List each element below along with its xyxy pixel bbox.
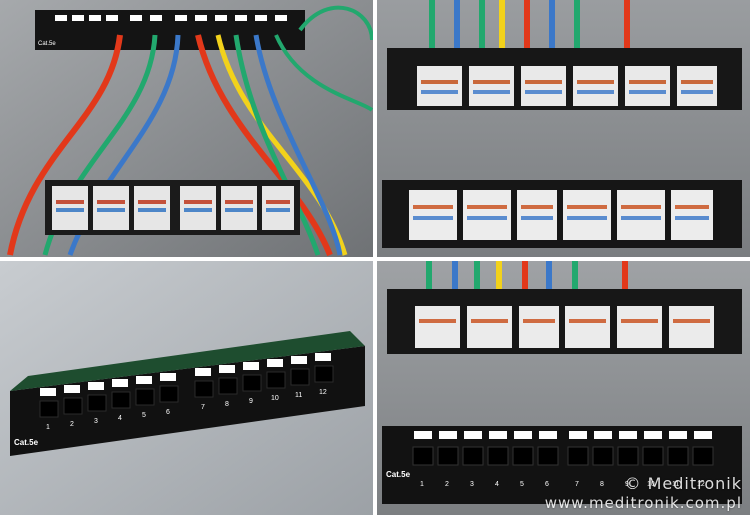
top-left-photo-svg: Cat.5e <box>0 0 373 257</box>
horizontal-divider <box>0 257 750 261</box>
svg-text:10: 10 <box>271 395 279 402</box>
cat-label-angled: Cat.5e <box>14 438 39 447</box>
svg-text:4: 4 <box>495 481 499 488</box>
svg-text:5: 5 <box>142 412 146 419</box>
svg-text:6: 6 <box>166 409 170 416</box>
svg-text:4: 4 <box>118 415 122 422</box>
svg-text:3: 3 <box>470 481 474 488</box>
svg-text:12: 12 <box>319 389 327 396</box>
cat-label-front: Cat.5e <box>386 470 411 479</box>
cat-label-small: Cat.5e <box>38 41 56 47</box>
svg-text:10: 10 <box>647 481 655 488</box>
watermark-url: www.meditronik.com.pl <box>544 494 742 512</box>
svg-text:3: 3 <box>94 418 98 425</box>
svg-text:11: 11 <box>672 481 679 488</box>
svg-text:1: 1 <box>46 424 50 431</box>
svg-text:5: 5 <box>520 481 524 488</box>
svg-text:12: 12 <box>697 481 705 488</box>
svg-text:8: 8 <box>600 481 604 488</box>
svg-text:9: 9 <box>249 398 253 405</box>
svg-text:8: 8 <box>225 401 229 408</box>
svg-text:6: 6 <box>545 481 549 488</box>
svg-text:11: 11 <box>295 392 302 399</box>
svg-text:2: 2 <box>70 421 74 428</box>
watermark-copyright: © Meditronik <box>624 474 742 493</box>
svg-text:1: 1 <box>420 481 424 488</box>
svg-text:7: 7 <box>575 481 579 488</box>
svg-text:7: 7 <box>201 404 205 411</box>
svg-text:9: 9 <box>625 481 629 488</box>
top-right-photo-svg <box>377 0 750 257</box>
photo-top-left: Cat.5e <box>0 0 373 257</box>
svg-text:2: 2 <box>445 481 449 488</box>
photo-top-right <box>377 0 750 257</box>
